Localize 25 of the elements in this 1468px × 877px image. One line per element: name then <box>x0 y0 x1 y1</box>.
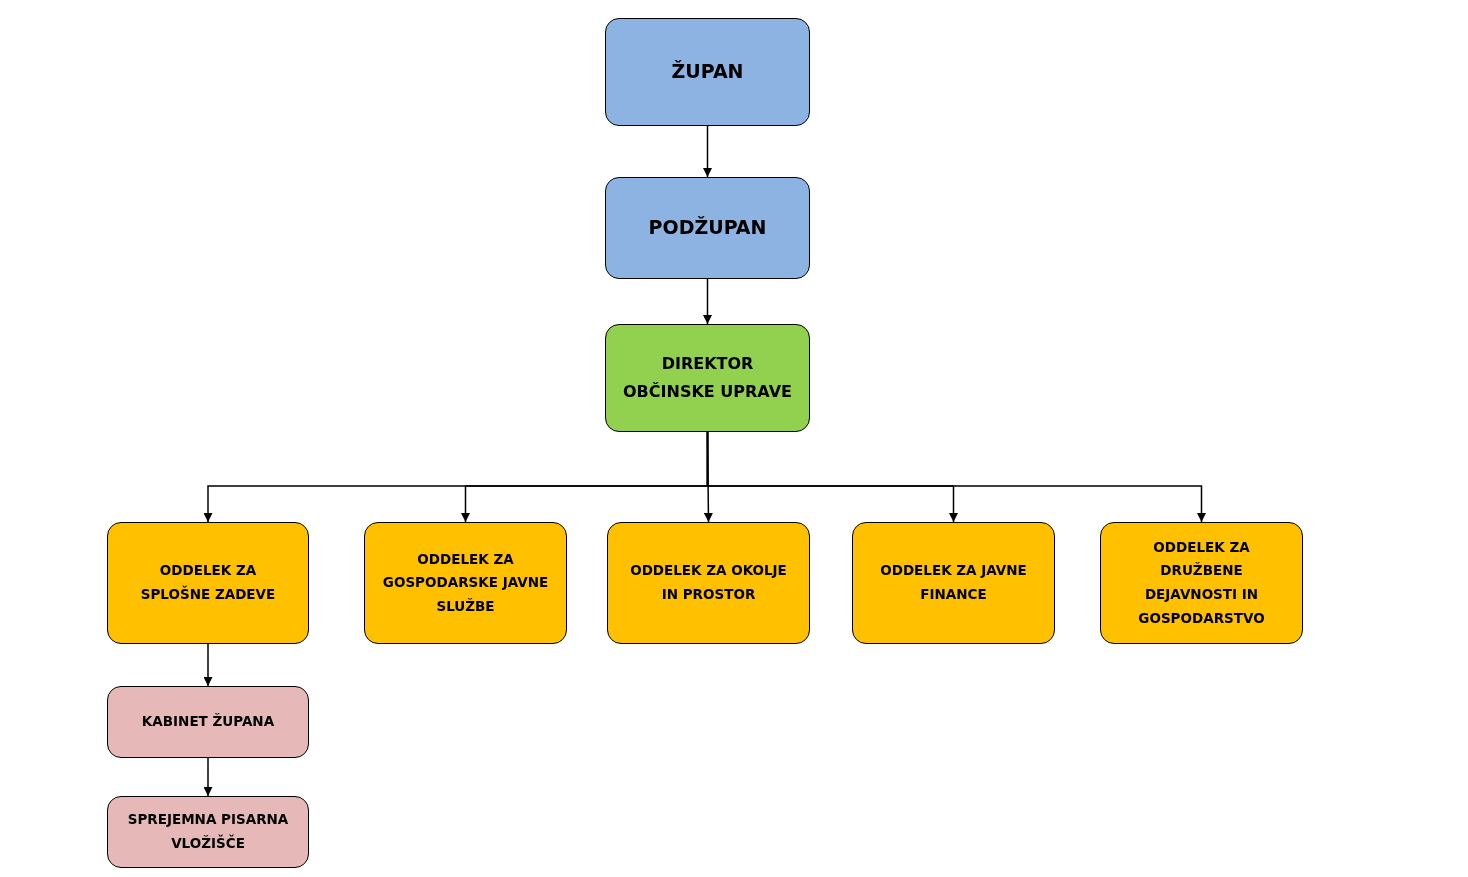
arrow <box>703 125 712 178</box>
unit-name: ŽUPAN <box>671 59 744 85</box>
arrow <box>703 278 712 325</box>
unit-name: PODŽUPAN <box>648 215 767 241</box>
unit-name: ODDELEK ZA GOSPODARSKE JAVNE SLUŽBE <box>381 549 550 616</box>
unit-name: ODDELEK ZA OKOLJE IN PROSTOR <box>629 561 788 604</box>
org-unit-box <box>605 18 810 126</box>
org-unit-box <box>605 177 810 279</box>
org-unit-box <box>605 324 810 432</box>
unit-name: ODDELEK ZA JAVNE FINANCE <box>879 561 1028 604</box>
arrow <box>203 643 213 687</box>
org-unit-box <box>852 522 1055 644</box>
arrow <box>706 431 1206 523</box>
unit-name: DIREKTOR OBČINSKE UPRAVE <box>622 353 793 403</box>
org-unit-box <box>364 522 567 644</box>
arrow <box>203 757 213 797</box>
unit-name: ODDELEK ZA SPLOŠNE ZADEVE <box>139 561 277 604</box>
org-unit-box <box>107 522 309 644</box>
org-unit-box <box>107 796 309 868</box>
org-unit-box <box>607 522 810 644</box>
org-unit-box <box>1100 522 1303 644</box>
unit-name: KABINET ŽUPANA <box>141 712 275 732</box>
unit-name: SPREJEMNA PISARNA VLOŽIŠČE <box>126 810 290 853</box>
org-unit-box <box>107 686 309 758</box>
unit-name: ODDELEK ZA DRUŽBENE DEJAVNOSTI IN GOSPODARSTVO <box>1137 537 1266 628</box>
